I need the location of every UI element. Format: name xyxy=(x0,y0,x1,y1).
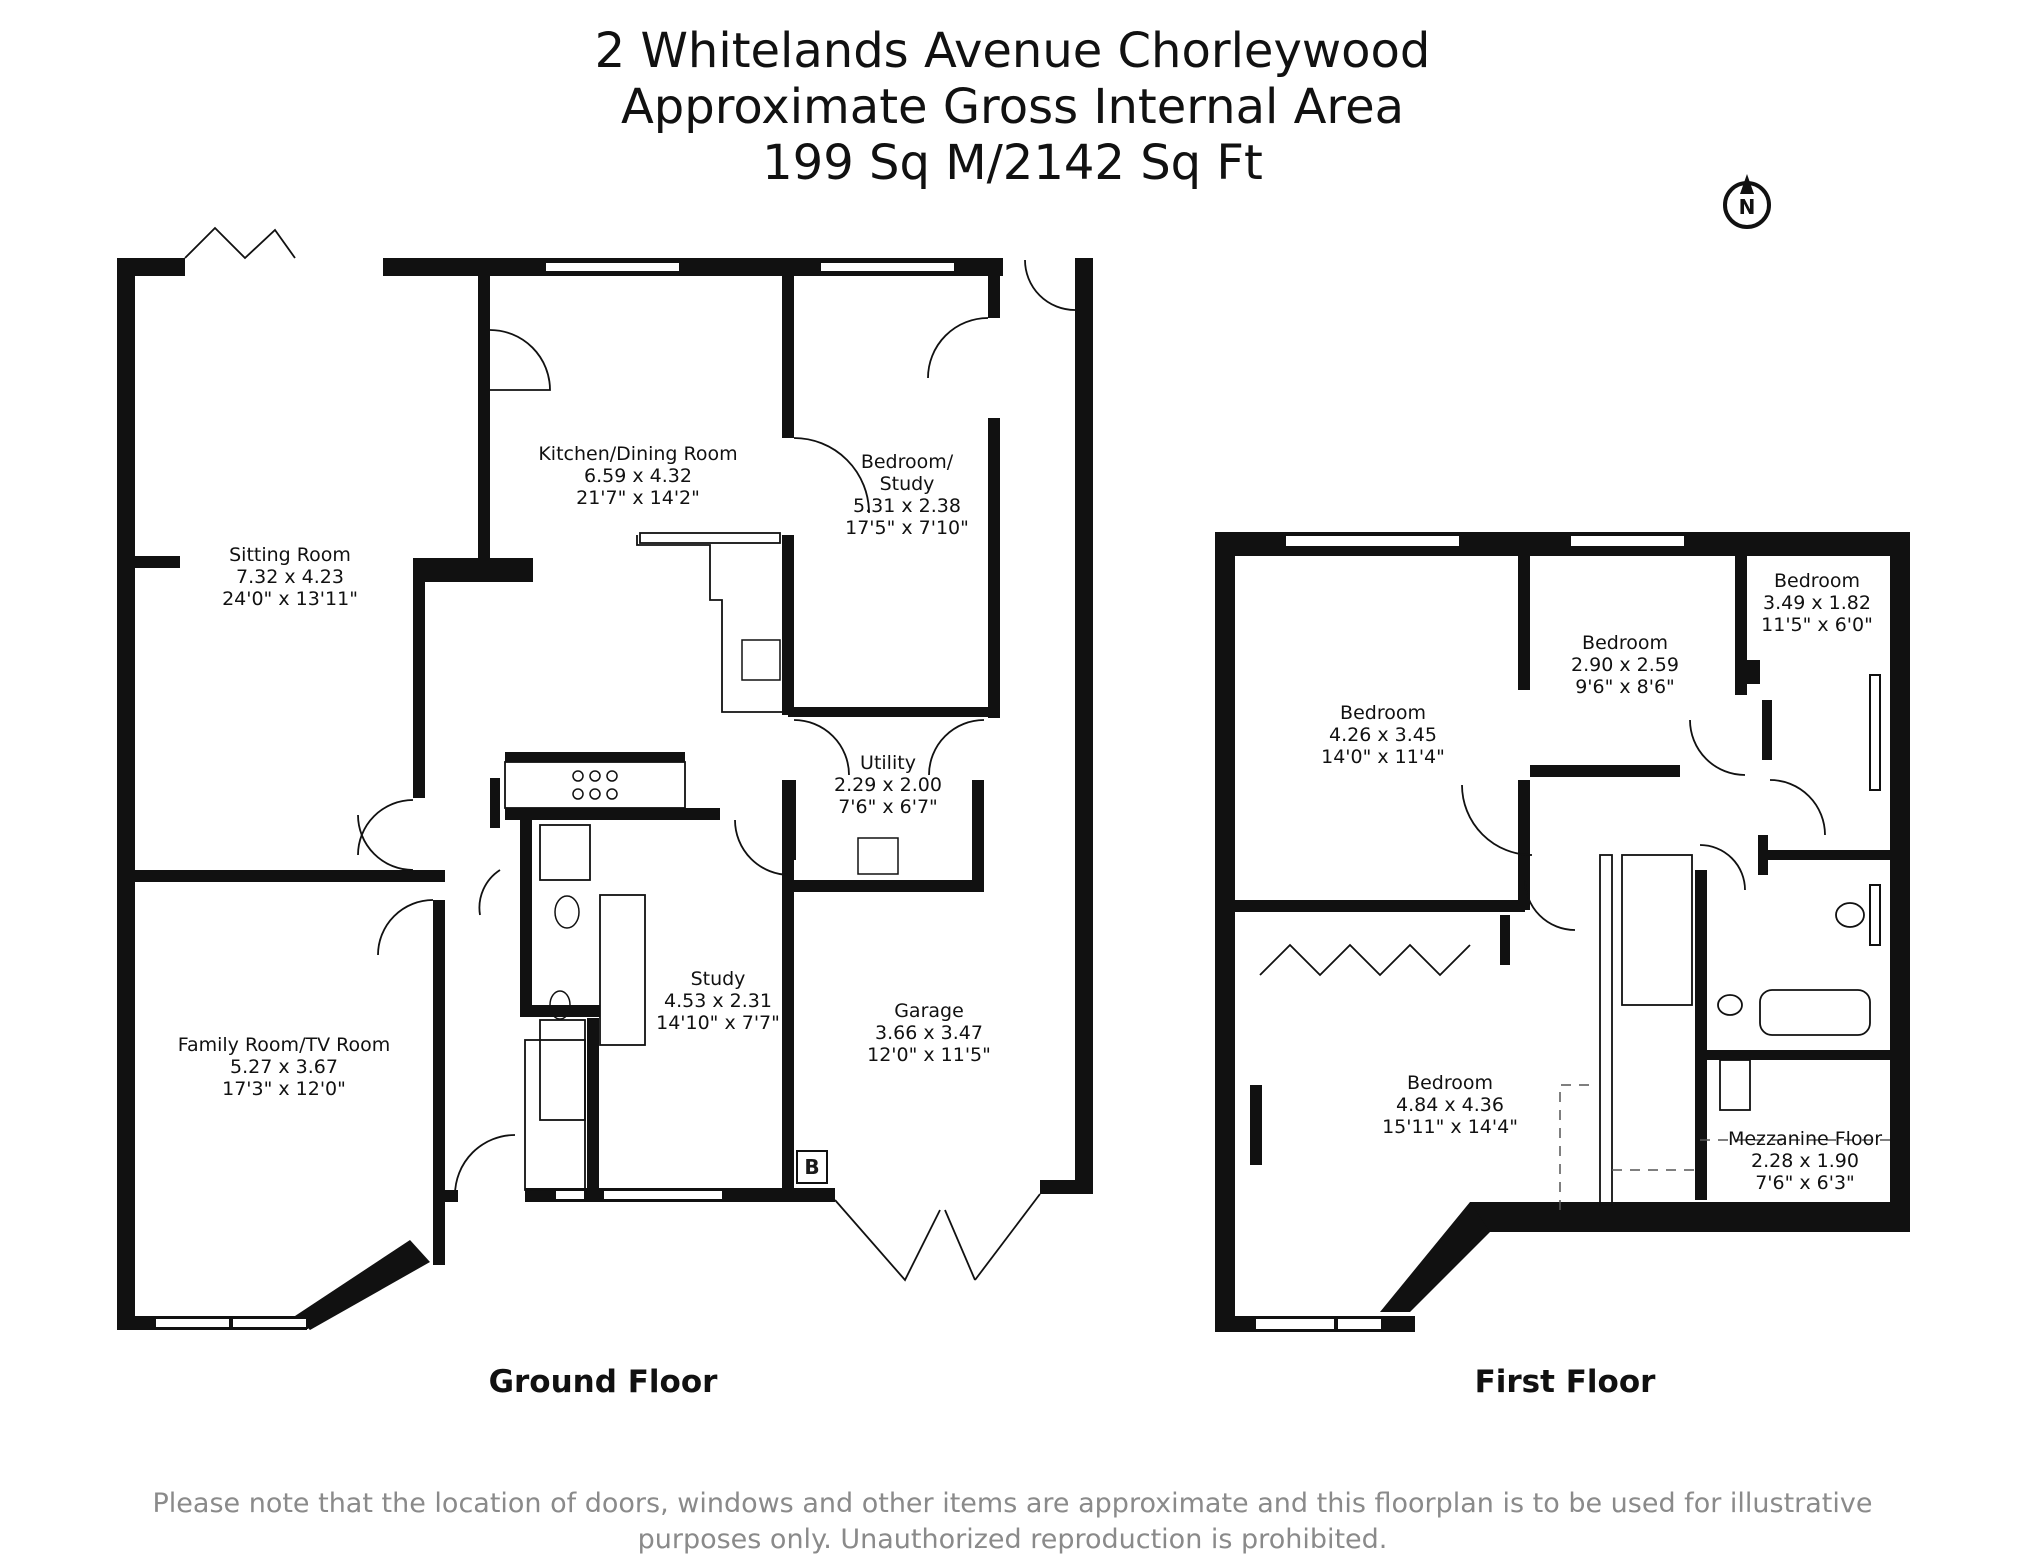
room-name: Study xyxy=(879,473,935,495)
room-imperial: 15'11" x 14'4" xyxy=(1382,1116,1518,1138)
room-metric: 4.53 x 2.31 xyxy=(664,990,772,1012)
room-family-tv-room: Family Room/TV Room 5.27 x 3.67 17'3" x … xyxy=(178,1034,390,1100)
room-name: Bedroom xyxy=(1340,702,1426,724)
room-imperial: 24'0" x 13'11" xyxy=(222,588,358,610)
room-sitting-room: Sitting Room 7.32 x 4.23 24'0" x 13'11" xyxy=(222,544,358,610)
room-metric: 4.26 x 3.45 xyxy=(1329,724,1437,746)
room-metric: 5.27 x 3.67 xyxy=(230,1056,338,1078)
room-name: Mezzanine Floor xyxy=(1727,1128,1883,1150)
room-metric: 5.31 x 2.38 xyxy=(853,495,961,517)
room-name: Bedroom xyxy=(1407,1072,1493,1094)
room-imperial: 17'3" x 12'0" xyxy=(222,1078,346,1100)
room-metric: 3.66 x 3.47 xyxy=(875,1022,983,1044)
disclaimer-line-2: purposes only. Unauthorized reproduction… xyxy=(637,1524,1388,1555)
room-metric: 2.90 x 2.59 xyxy=(1571,654,1679,676)
room-bedroom-4: Bedroom 4.84 x 4.36 15'11" x 14'4" xyxy=(1382,1072,1518,1138)
boiler-marker: B xyxy=(796,1150,828,1184)
room-name: Bedroom/ xyxy=(860,451,954,473)
room-metric: 7.32 x 4.23 xyxy=(236,566,344,588)
ground-floor-label: Ground Floor xyxy=(488,1364,718,1400)
room-study: Study 4.53 x 2.31 14'10" x 7'7" xyxy=(656,968,780,1034)
room-imperial: 14'10" x 7'7" xyxy=(656,1012,780,1034)
room-bedroom-1: Bedroom 4.26 x 3.45 14'0" x 11'4" xyxy=(1321,702,1445,768)
room-metric: 2.29 x 2.00 xyxy=(834,774,942,796)
room-bedroom-2: Bedroom 2.90 x 2.59 9'6" x 8'6" xyxy=(1571,632,1679,698)
svg-text:N: N xyxy=(1739,195,1756,219)
room-imperial: 17'5" x 7'10" xyxy=(845,517,969,539)
room-name: Family Room/TV Room xyxy=(177,1034,391,1056)
room-name: Bedroom xyxy=(1774,570,1860,592)
room-imperial: 12'0" x 11'5" xyxy=(867,1044,991,1066)
property-address: 2 Whitelands Avenue Chorleywood xyxy=(594,23,1431,79)
first-floor-label: First Floor xyxy=(1474,1364,1656,1400)
room-metric: 2.28 x 1.90 xyxy=(1751,1150,1859,1172)
room-bedroom-study: Bedroom/ Study 5.31 x 2.38 17'5" x 7'10" xyxy=(845,451,969,539)
disclaimer-line-1: Please note that the location of doors, … xyxy=(152,1488,1873,1519)
room-name: Study xyxy=(690,968,746,990)
room-name: Sitting Room xyxy=(229,544,351,566)
room-garage: Garage 3.66 x 3.47 12'0" x 11'5" xyxy=(867,1000,991,1066)
room-bedroom-3: Bedroom 3.49 x 1.82 11'5" x 6'0" xyxy=(1761,570,1873,636)
gross-area: 199 Sq M/2142 Sq Ft xyxy=(762,135,1263,191)
room-imperial: 9'6" x 8'6" xyxy=(1575,676,1675,698)
room-imperial: 11'5" x 6'0" xyxy=(1761,614,1873,636)
room-metric: 6.59 x 4.32 xyxy=(584,465,692,487)
room-imperial: 7'6" x 6'7" xyxy=(838,796,938,818)
room-imperial: 7'6" x 6'3" xyxy=(1755,1172,1855,1194)
north-arrow-icon: N xyxy=(1718,172,1776,230)
room-utility: Utility 2.29 x 2.00 7'6" x 6'7" xyxy=(834,752,942,818)
room-metric: 4.84 x 4.36 xyxy=(1396,1094,1504,1116)
room-name: Garage xyxy=(894,1000,964,1022)
room-imperial: 21'7" x 14'2" xyxy=(576,487,700,509)
room-name: Bedroom xyxy=(1582,632,1668,654)
room-metric: 3.49 x 1.82 xyxy=(1763,592,1871,614)
room-imperial: 14'0" x 11'4" xyxy=(1321,746,1445,768)
room-name: Utility xyxy=(860,752,916,774)
room-kitchen-dining: Kitchen/Dining Room 6.59 x 4.32 21'7" x … xyxy=(538,443,737,509)
room-name: Kitchen/Dining Room xyxy=(538,443,738,465)
area-subtitle: Approximate Gross Internal Area xyxy=(620,79,1405,135)
room-mezzanine-floor: Mezzanine Floor 2.28 x 1.90 7'6" x 6'3" xyxy=(1728,1128,1882,1194)
